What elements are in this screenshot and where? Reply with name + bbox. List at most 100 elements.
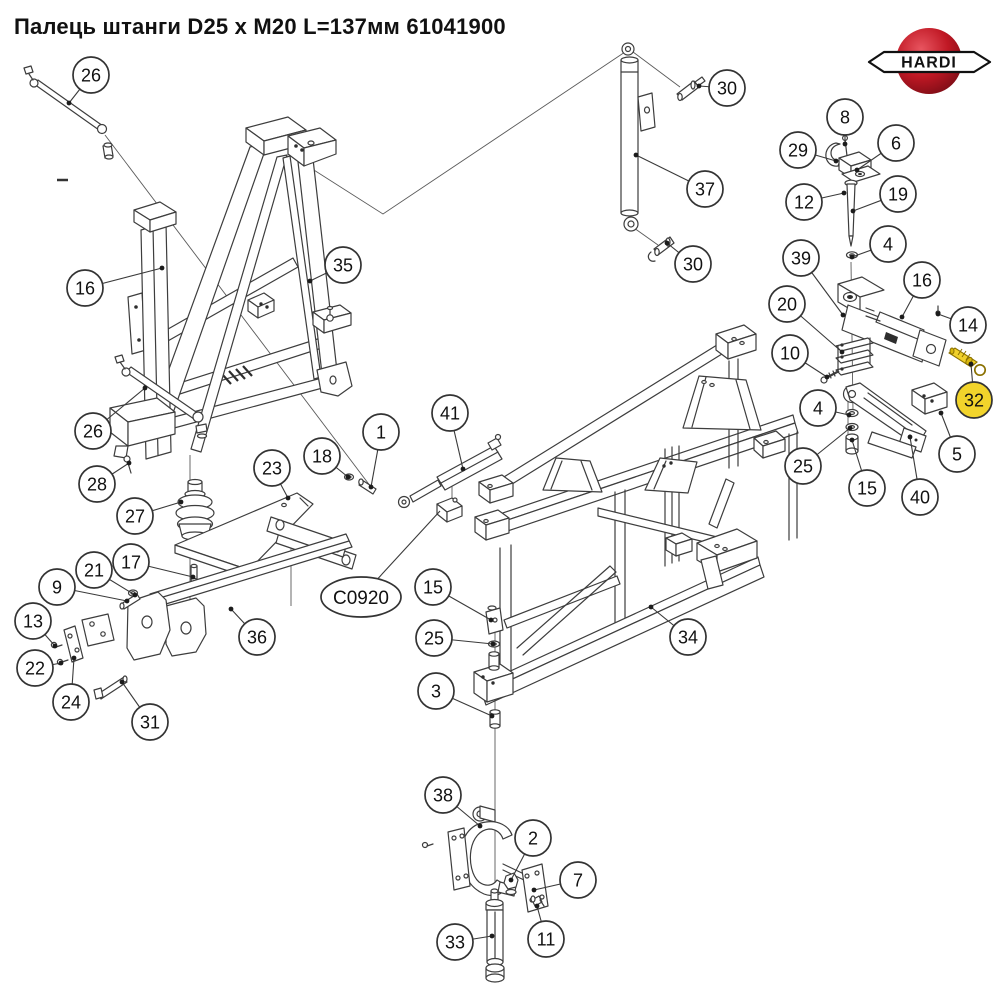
svg-text:38: 38 <box>433 785 453 805</box>
damper-cylinder <box>620 42 706 262</box>
svg-text:3: 3 <box>431 681 441 701</box>
callout-26: 26 <box>72 56 110 94</box>
callout-38: 38 <box>424 776 462 814</box>
callout-4: 4 <box>799 389 837 427</box>
svg-text:36: 36 <box>247 627 267 647</box>
svg-text:15: 15 <box>857 478 877 498</box>
callout-24: 24 <box>52 683 90 721</box>
svg-text:25: 25 <box>424 628 444 648</box>
svg-text:14: 14 <box>958 315 978 335</box>
callout-12: 12 <box>785 183 823 221</box>
callout-5: 5 <box>938 435 976 473</box>
callout-33: 33 <box>436 923 474 961</box>
a-frame-mast <box>109 116 353 474</box>
svg-text:8: 8 <box>840 107 850 127</box>
svg-text:11: 11 <box>537 929 556 949</box>
callout-30: 30 <box>708 69 746 107</box>
svg-text:19: 19 <box>888 184 908 204</box>
callout-16: 16 <box>903 261 941 299</box>
callout-32: 32 <box>955 381 993 419</box>
callout-37: 37 <box>686 170 724 208</box>
svg-text:26: 26 <box>83 421 103 441</box>
hardi-logo: HARDI <box>867 28 992 94</box>
svg-text:C0920: C0920 <box>333 588 389 609</box>
ref-code-bubble: C0920 <box>320 576 402 618</box>
svg-text:29: 29 <box>788 140 808 160</box>
callout-22: 22 <box>16 649 54 687</box>
logo-band <box>867 50 992 74</box>
callout-13: 13 <box>14 602 52 640</box>
center-frame <box>473 324 799 706</box>
callout-6: 6 <box>877 124 915 162</box>
svg-text:27: 27 <box>125 506 145 526</box>
svg-text:21: 21 <box>84 560 104 580</box>
page-title: Палець штанги D25 x M20 L=137мм 61041900 <box>14 14 506 39</box>
callout-7: 7 <box>559 861 597 899</box>
svg-text:26: 26 <box>81 65 101 85</box>
svg-text:20: 20 <box>777 294 797 314</box>
callout-15: 15 <box>414 568 452 606</box>
callout-20: 20 <box>768 285 806 323</box>
callout-8: 8 <box>826 98 864 136</box>
svg-text:1: 1 <box>376 422 386 442</box>
callout-34: 34 <box>669 618 707 656</box>
svg-text:6: 6 <box>891 133 901 153</box>
callout-11: 11 <box>527 920 565 958</box>
svg-text:35: 35 <box>333 255 353 275</box>
svg-text:41: 41 <box>440 403 460 423</box>
svg-text:23: 23 <box>262 458 282 478</box>
svg-text:25: 25 <box>793 456 813 476</box>
callout-25: 25 <box>415 619 453 657</box>
callout-21: 21 <box>75 551 113 589</box>
callout-layer: 2616352628272318141172191322243136152533… <box>14 56 993 961</box>
callout-25: 25 <box>784 447 822 485</box>
callout-2: 2 <box>514 819 552 857</box>
svg-text:24: 24 <box>61 692 81 712</box>
callout-23: 23 <box>253 449 291 487</box>
svg-text:16: 16 <box>912 270 932 290</box>
svg-text:2: 2 <box>528 828 538 848</box>
callout-9: 9 <box>38 568 76 606</box>
svg-text:16: 16 <box>75 278 95 298</box>
svg-text:34: 34 <box>678 627 698 647</box>
svg-text:22: 22 <box>25 658 45 678</box>
svg-text:5: 5 <box>952 444 962 464</box>
svg-text:28: 28 <box>87 474 107 494</box>
svg-text:18: 18 <box>312 446 332 466</box>
highlighted-pin-32 <box>948 347 987 377</box>
svg-text:37: 37 <box>695 179 715 199</box>
tilt-cylinder <box>343 433 503 523</box>
callout-18: 18 <box>303 437 341 475</box>
callout-3: 3 <box>417 672 455 710</box>
svg-text:40: 40 <box>910 487 930 507</box>
svg-text:33: 33 <box>445 932 465 952</box>
callout-19: 19 <box>879 175 917 213</box>
svg-text:15: 15 <box>423 577 443 597</box>
svg-text:7: 7 <box>573 870 583 890</box>
svg-text:30: 30 <box>717 78 737 98</box>
callout-14: 14 <box>949 306 987 344</box>
logo-brand-text: HARDI <box>901 55 957 72</box>
callout-31: 31 <box>131 703 169 741</box>
svg-text:30: 30 <box>683 254 703 274</box>
callout-17: 17 <box>112 543 150 581</box>
alignment-lines <box>104 51 854 900</box>
callout-28: 28 <box>78 465 116 503</box>
svg-text:39: 39 <box>791 248 811 268</box>
callout-29: 29 <box>779 131 817 169</box>
callout-41: 41 <box>431 394 469 432</box>
svg-text:13: 13 <box>23 611 43 631</box>
svg-text:9: 9 <box>52 577 62 597</box>
svg-text:12: 12 <box>794 192 814 212</box>
callout-40: 40 <box>901 478 939 516</box>
svg-text:10: 10 <box>780 343 800 363</box>
svg-text:4: 4 <box>813 398 823 418</box>
callout-4: 4 <box>869 225 907 263</box>
callout-1: 1 <box>362 413 400 451</box>
sub-frame <box>126 492 357 661</box>
svg-text:31: 31 <box>140 712 160 732</box>
callout-36: 36 <box>238 618 276 656</box>
callout-15: 15 <box>848 469 886 507</box>
